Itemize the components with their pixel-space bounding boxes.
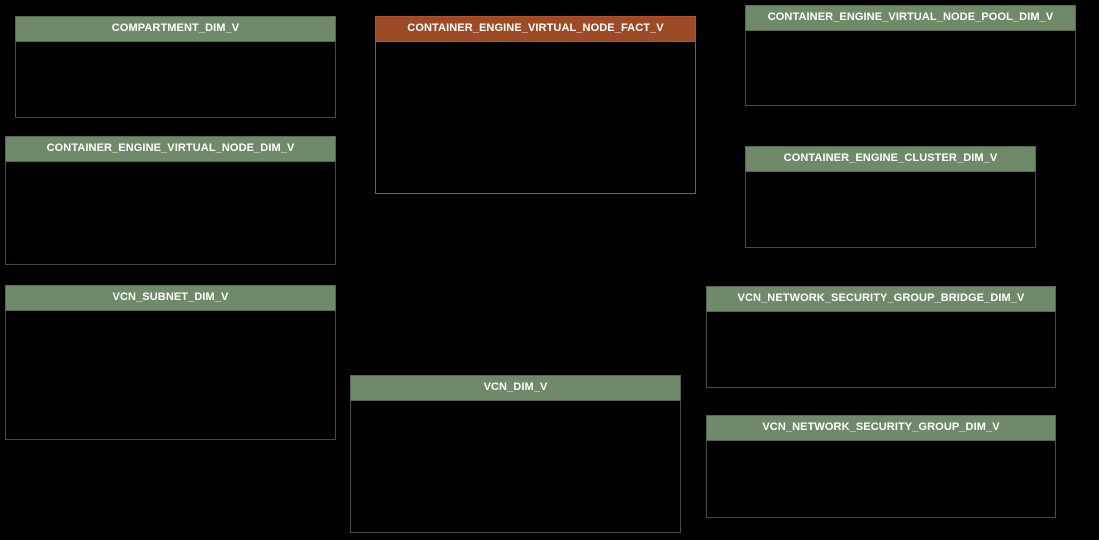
- entity-column-list: [706, 440, 1056, 518]
- entity-column-list: [350, 400, 681, 533]
- entity-title: CONTAINER_ENGINE_VIRTUAL_NODE_FACT_V: [375, 16, 696, 41]
- entity-title: VCN_DIM_V: [350, 375, 681, 400]
- entity-column-list: [15, 41, 336, 118]
- entity-title: CONTAINER_ENGINE_VIRTUAL_NODE_DIM_V: [5, 136, 336, 161]
- entity-title: VCN_SUBNET_DIM_V: [5, 285, 336, 310]
- entity-column-list: [375, 41, 696, 194]
- entity-dimension[interactable]: VCN_NETWORK_SECURITY_GROUP_DIM_V: [706, 415, 1056, 518]
- entity-column-list: [745, 30, 1076, 106]
- entity-title: CONTAINER_ENGINE_VIRTUAL_NODE_POOL_DIM_V: [745, 5, 1076, 30]
- entity-dimension[interactable]: VCN_DIM_V: [350, 375, 681, 533]
- entity-dimension[interactable]: CONTAINER_ENGINE_CLUSTER_DIM_V: [745, 146, 1036, 248]
- entity-dimension[interactable]: CONTAINER_ENGINE_VIRTUAL_NODE_POOL_DIM_V: [745, 5, 1076, 106]
- entity-column-list: [745, 171, 1036, 248]
- entity-title: COMPARTMENT_DIM_V: [15, 16, 336, 41]
- entity-dimension[interactable]: COMPARTMENT_DIM_V: [15, 16, 336, 118]
- entity-title: VCN_NETWORK_SECURITY_GROUP_BRIDGE_DIM_V: [706, 286, 1056, 311]
- entity-column-list: [5, 310, 336, 440]
- entity-title: VCN_NETWORK_SECURITY_GROUP_DIM_V: [706, 415, 1056, 440]
- entity-fact[interactable]: CONTAINER_ENGINE_VIRTUAL_NODE_FACT_V: [375, 16, 696, 194]
- entity-dimension[interactable]: VCN_SUBNET_DIM_V: [5, 285, 336, 440]
- entity-column-list: [706, 311, 1056, 388]
- entity-dimension[interactable]: VCN_NETWORK_SECURITY_GROUP_BRIDGE_DIM_V: [706, 286, 1056, 388]
- entity-column-list: [5, 161, 336, 265]
- entity-title: CONTAINER_ENGINE_CLUSTER_DIM_V: [745, 146, 1036, 171]
- entity-dimension[interactable]: CONTAINER_ENGINE_VIRTUAL_NODE_DIM_V: [5, 136, 336, 265]
